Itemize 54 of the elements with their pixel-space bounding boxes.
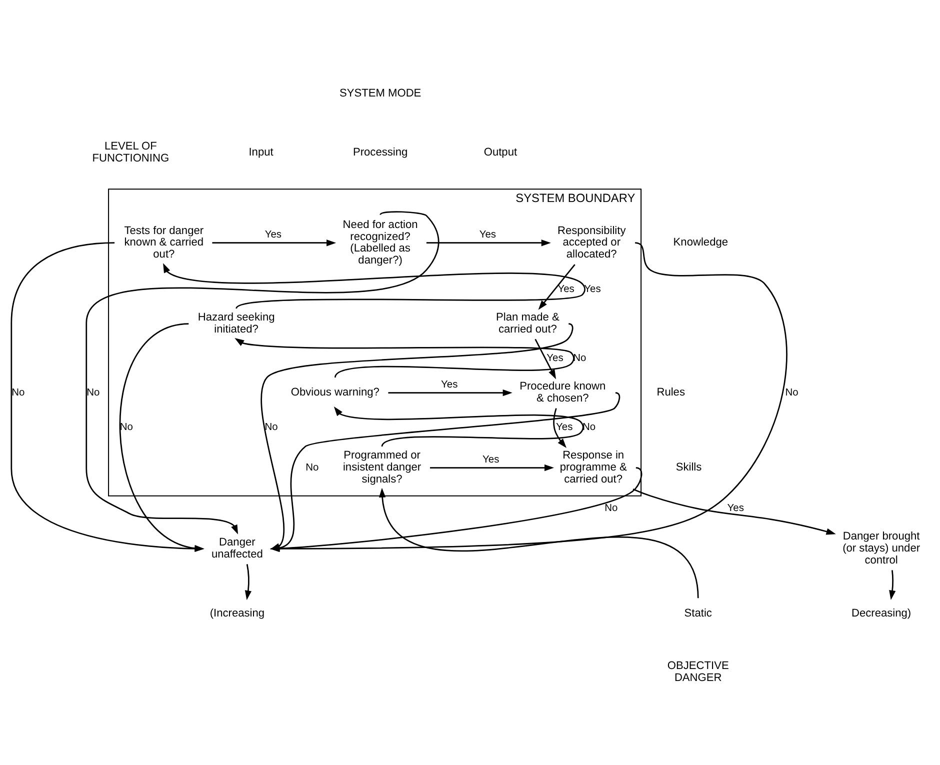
node-text: Tests for danger known & carried out? — [124, 224, 204, 260]
label: Knowledge — [673, 236, 728, 248]
edge-label: Yes — [558, 283, 574, 294]
edge-label: Yes — [546, 352, 564, 364]
node-text: (Increasing — [210, 606, 265, 619]
edge-label: Yes — [727, 502, 744, 514]
arrow — [388, 388, 512, 396]
edge-label: No — [604, 502, 618, 514]
arrow — [553, 408, 566, 448]
node-text: Danger unaffected — [211, 536, 263, 560]
arrow — [426, 239, 551, 246]
arrow — [212, 239, 336, 246]
node-text: Static — [684, 606, 712, 619]
node-text: Decreasing) — [851, 606, 912, 619]
node-text: Procedure known & chosen? — [520, 380, 606, 404]
arrow — [244, 564, 252, 600]
arrow — [163, 262, 586, 309]
node-text: Danger brought (or stays) under control — [842, 530, 920, 566]
edge-label: No — [785, 386, 798, 398]
arrow — [234, 338, 574, 378]
arrow — [378, 487, 699, 598]
edge-label: Yes — [556, 421, 573, 432]
arrow — [632, 488, 836, 534]
node-text: Obvious warning? — [290, 386, 380, 398]
edge-label: Yes — [482, 454, 500, 465]
label: Output — [484, 146, 518, 158]
edge-label: Yes — [441, 378, 458, 390]
node-text: Plan made & carried out? — [496, 311, 560, 336]
label: OBJECTIVE DANGER — [667, 660, 729, 684]
edge-label: No — [573, 352, 586, 364]
edge-label: Yes — [479, 228, 496, 240]
arrow — [86, 210, 440, 534]
node-text: Responsibility accepted or allocated? — [558, 224, 626, 260]
edge-label: No — [86, 386, 100, 398]
label: Skills — [676, 461, 702, 474]
arrow — [534, 338, 556, 379]
edge-label: No — [120, 421, 133, 432]
arrow — [538, 264, 576, 310]
arrow — [889, 570, 896, 600]
node-text: Programmed or insistent danger signals? — [342, 449, 422, 486]
arrow — [430, 464, 554, 471]
edge-label: No — [264, 421, 278, 432]
label: Input — [248, 146, 274, 158]
label: SYSTEM MODE — [339, 87, 422, 100]
edge-label: Yes — [264, 228, 282, 240]
edge-label: No — [12, 386, 25, 398]
arrow — [334, 406, 584, 446]
edge-label: No — [306, 462, 319, 473]
label: Rules — [656, 386, 686, 398]
label: Processing — [352, 146, 408, 158]
label: LEVEL OF FUNCTIONING — [92, 140, 170, 164]
node-text: Hazard seeking initiated? — [198, 311, 275, 336]
node-text: Response in programme & carried out? — [560, 449, 627, 486]
node-text: Need for action recognized? (Labelled as danger?) — [342, 218, 418, 266]
